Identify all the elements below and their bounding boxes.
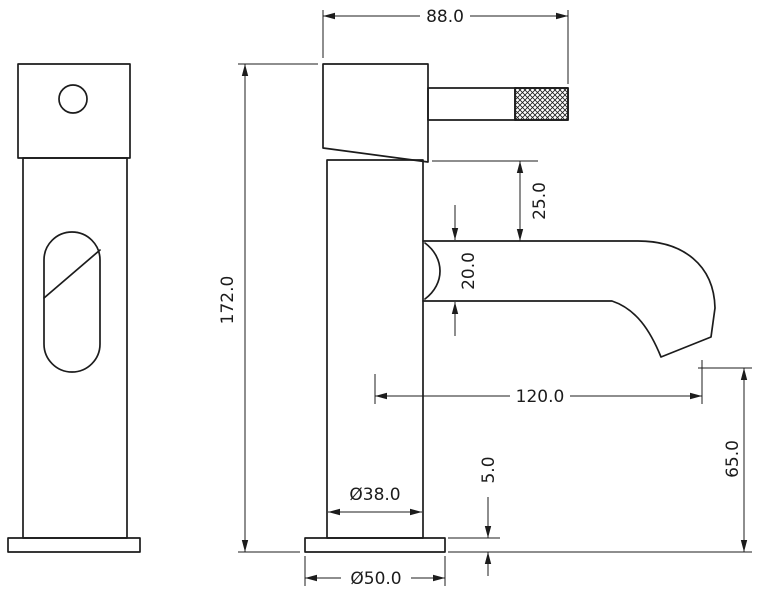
extension-lines [238,63,318,553]
dim-label-base-plate: 5.0 [479,456,499,483]
spout-front [43,231,101,373]
front-view [7,63,141,553]
spout-front-edge [43,249,101,299]
dimension-spout-tube: 20.0 [451,205,479,336]
handle-housing-front [17,63,131,159]
dim-label-handle-clearance: 25.0 [530,182,550,220]
spout-root-curve [424,242,441,300]
dim-label-body-diameter: Ø38.0 [349,485,400,505]
dimension-body-diameter: Ø38.0 [328,485,422,516]
dim-label-outlet-height: 65.0 [723,440,743,478]
dimension-handle-clearance: 25.0 [432,160,550,241]
dimension-base-diameter: Ø50.0 [304,556,446,589]
handle-housing-side [322,63,429,163]
base-side [304,537,446,553]
spout-side [422,240,716,358]
dimension-base-plate: 5.0 [448,456,500,576]
handle-screw-front [58,84,88,114]
knurled-grip [514,87,569,121]
body-front [22,157,128,539]
dim-label-top-width: 88.0 [426,7,464,27]
dim-label-spout-reach: 120.0 [516,387,565,407]
dim-label-spout-tube: 20.0 [459,252,479,290]
dimension-spout-reach: 120.0 [374,360,703,407]
base-front [7,537,141,553]
extension-lines [448,537,500,553]
side-view [304,63,716,553]
dimension-top-width: 88.0 [322,7,569,84]
dim-label-total-height: 172.0 [218,276,238,325]
dim-label-base-diameter: Ø50.0 [350,569,401,589]
dimension-total-height: 172.0 [218,63,318,553]
body-side [326,159,424,539]
